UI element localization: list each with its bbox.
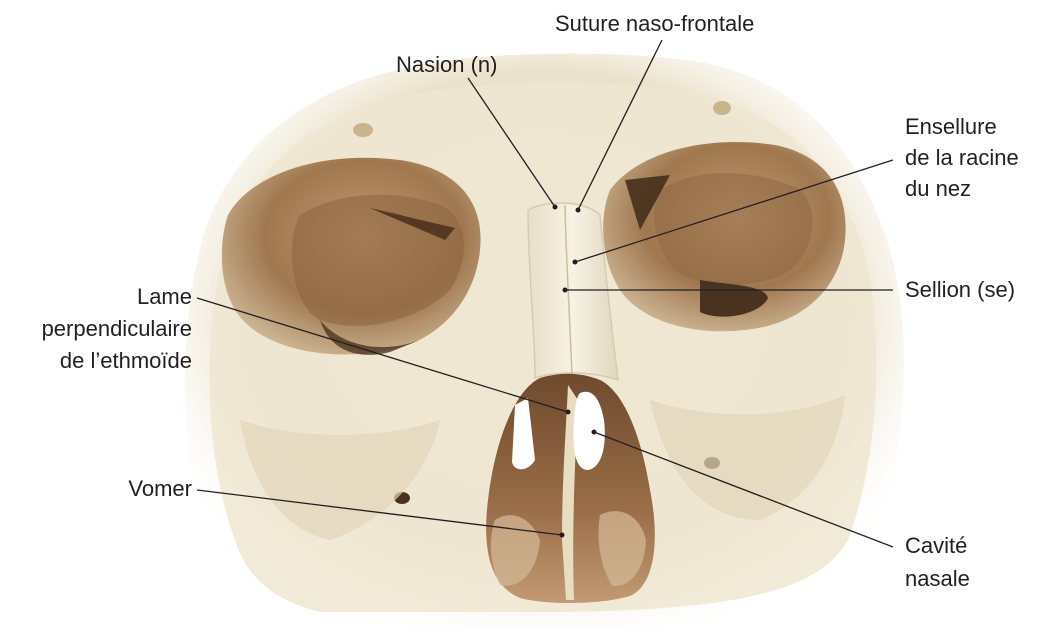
label-suture-naso-frontale: Suture naso-frontale <box>555 11 754 37</box>
label-lame-line-1: Lame <box>137 284 192 310</box>
label-ensellure-line-3: du nez <box>905 176 971 202</box>
label-ensellure-line-2: de la racine <box>905 145 1019 171</box>
label-cavite-line-1: Cavité <box>905 533 967 559</box>
left-supraorbital-foramen <box>353 123 373 137</box>
label-vomer: Vomer <box>128 476 192 502</box>
label-cavite-line-2: nasale <box>905 566 970 592</box>
dot-suture <box>576 208 581 213</box>
dot-ensellure <box>573 260 578 265</box>
dot-lame <box>566 410 571 415</box>
right-orbit <box>603 142 845 331</box>
dot-sellion <box>563 288 568 293</box>
label-ensellure-line-1: Ensellure <box>905 114 997 140</box>
dot-vomer <box>560 533 565 538</box>
label-lame-line-2: perpendiculaire <box>42 316 192 342</box>
dot-cavite <box>592 430 597 435</box>
label-lame-line-3: de l’ethmoïde <box>60 348 192 374</box>
label-nasion: Nasion (n) <box>396 52 497 78</box>
right-supraorbital-foramen <box>713 101 731 115</box>
dot-nasion <box>553 205 558 210</box>
label-sellion: Sellion (se) <box>905 277 1015 303</box>
